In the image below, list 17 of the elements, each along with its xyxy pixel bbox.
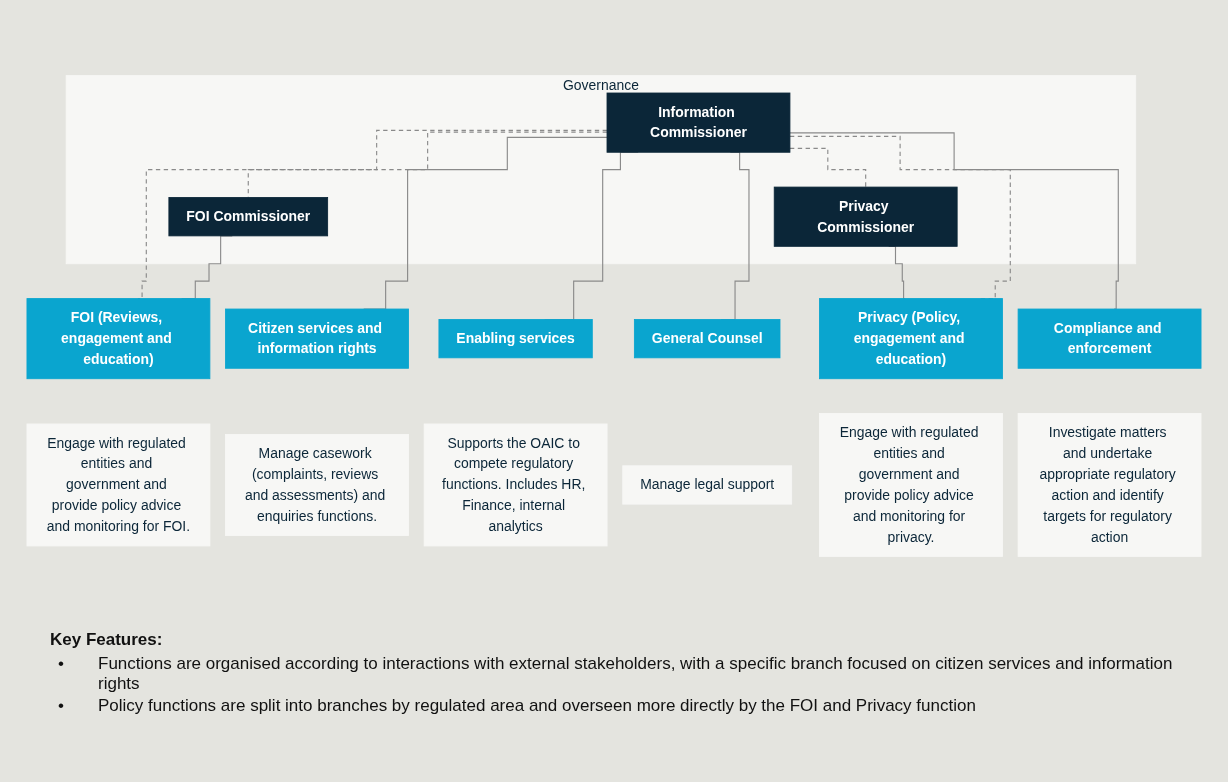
node-box: FOI (Reviews, engagement and education) — [26, 298, 211, 380]
node-box: Information Commissioner — [606, 92, 791, 153]
node-box: FOI Commissioner — [168, 197, 329, 237]
heading: Key Features: — [50, 630, 164, 650]
node-box: Enabling services — [438, 319, 593, 359]
node-box: Citizen services and information rights — [225, 308, 409, 369]
node-box: Privacy (Policy, engagement and education) — [819, 298, 1003, 380]
connector — [789, 132, 1119, 310]
bullet-marker: • — [58, 696, 65, 716]
connector — [789, 147, 867, 188]
node-box: General Counsel — [633, 319, 781, 359]
bullet-text: Policy functions are split into branches by regulated area and overseen more directly by the FOI and Privacy function — [98, 696, 976, 716]
node-box: Compliance and enforcement — [1017, 308, 1202, 369]
node-box: Privacy Commissioner — [773, 186, 958, 247]
bullet-marker: • — [58, 654, 65, 675]
connector — [789, 135, 1011, 300]
bullet-text: Functions are organised according to interactions with external stakeholders, with a specific branch focused on citizen services and information rights — [98, 654, 1174, 694]
